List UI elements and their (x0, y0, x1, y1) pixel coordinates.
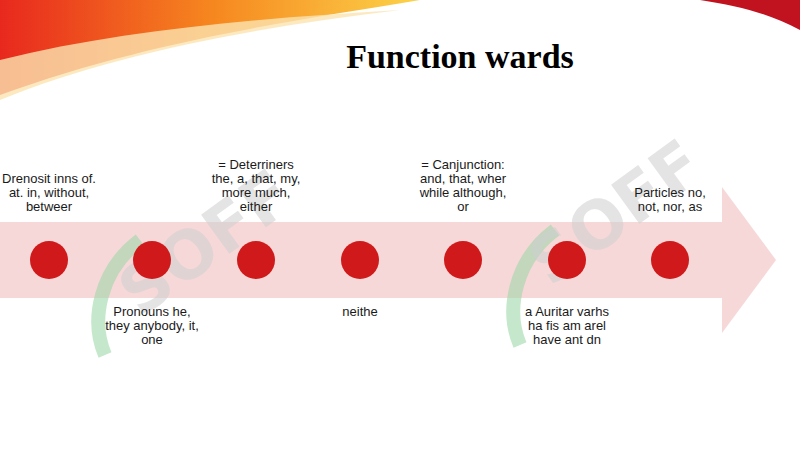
timeline-dot (236, 240, 276, 280)
timeline-node: Pronouns he, they anybody, it, one (100, 240, 204, 370)
timeline-dot (547, 240, 587, 280)
timeline-node: Drenosit inns of. at. in, without, betwe… (0, 140, 101, 280)
node-label: Drenosit inns of. at. in, without, betwe… (1, 172, 97, 214)
timeline-dot (650, 240, 690, 280)
node-label: = Canjunction: and, that, wher while alt… (415, 158, 511, 214)
dot-circle (133, 241, 171, 279)
node-label: a Auritar varhs ha fis am arel have ant … (519, 305, 615, 347)
slide-title: Function wards (300, 38, 620, 76)
timeline-dot (340, 240, 380, 280)
timeline-node: Particles no, not, nor, as (618, 140, 722, 280)
swoosh-highlight (0, 10, 400, 100)
timeline-node: a Auritar varhs ha fis am arel have ant … (515, 240, 619, 370)
dot-circle (30, 241, 68, 279)
timeline-node: neithe (308, 240, 412, 370)
dot-circle (651, 241, 689, 279)
timeline-node: = Canjunction: and, that, wher while alt… (411, 140, 515, 280)
timeline-dot (29, 240, 69, 280)
node-label: Pronouns he, they anybody, it, one (104, 305, 200, 347)
node-label: neithe (312, 305, 408, 319)
dot-circle (341, 241, 379, 279)
dot-circle (548, 241, 586, 279)
timeline-node: = Deterriners the, a, that, my, more muc… (204, 140, 308, 280)
dot-circle (444, 241, 482, 279)
timeline-dot (443, 240, 483, 280)
node-label: = Deterriners the, a, that, my, more muc… (208, 158, 304, 214)
corner-swoosh-right (700, 0, 800, 30)
dot-circle (237, 241, 275, 279)
timeline-dot (132, 240, 172, 280)
node-label: Particles no, not, nor, as (622, 186, 718, 214)
